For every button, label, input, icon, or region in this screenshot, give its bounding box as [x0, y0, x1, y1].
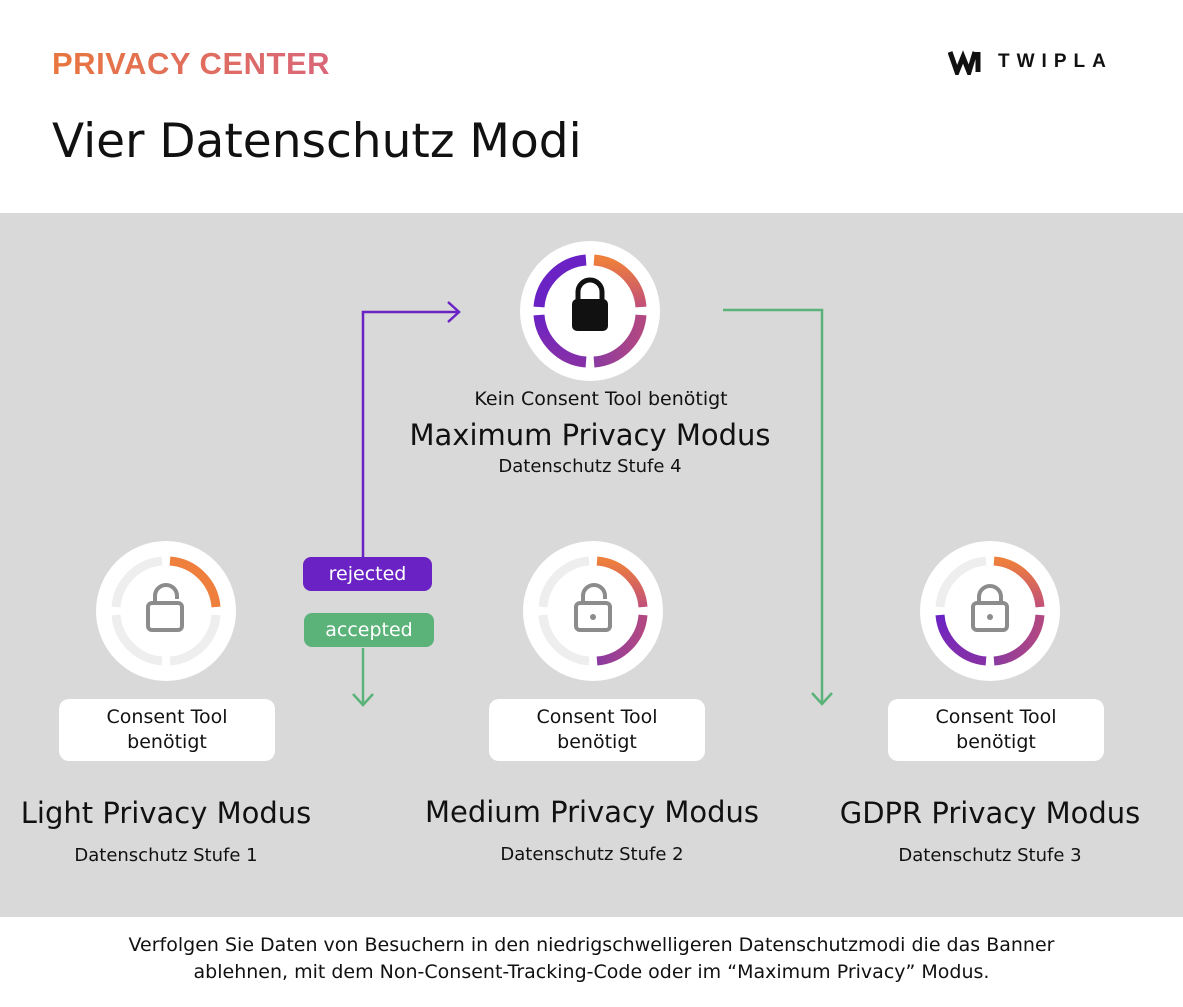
gdpr-mode-level: Datenschutz Stufe 3 [898, 845, 1082, 866]
twipla-logo: TWIPLA [948, 48, 1113, 76]
light-privacy-ring [96, 541, 236, 681]
light-mode-level: Datenschutz Stufe 1 [74, 845, 258, 866]
rejected-label: rejected [303, 557, 432, 591]
consent-box-line1: Consent Tool [536, 706, 658, 728]
maximum-to-gdpr-arrow [723, 308, 833, 706]
medium-privacy-ring [523, 541, 663, 681]
consent-box-line1: Consent Tool [935, 706, 1057, 728]
medium-mode-level: Datenschutz Stufe 2 [500, 844, 684, 865]
consent-box-line2: benötigt [956, 731, 1036, 753]
gdpr-privacy-ring [920, 541, 1060, 681]
logo-wordmark: TWIPLA [998, 51, 1113, 72]
maximum-mode-name: Maximum Privacy Modus [409, 418, 771, 452]
light-consent-box: Consent Tool benötigt [59, 699, 275, 761]
maximum-privacy-ring [520, 241, 660, 381]
rejected-flow-arrow [361, 301, 461, 560]
page-title: Vier Datenschutz Modi [52, 114, 582, 169]
consent-box-line2: benötigt [557, 731, 637, 753]
consent-box-line2: benötigt [127, 731, 207, 753]
lock-closed-icon [572, 277, 608, 331]
accepted-flow-arrow [352, 648, 374, 707]
footer-line-2: ablehnen, mit dem Non-Consent-Tracking-C… [193, 961, 990, 983]
lock-closed-icon [971, 584, 1009, 632]
light-mode-name: Light Privacy Modus [20, 796, 312, 830]
maximum-consent-note: Kein Consent Tool benötigt [474, 388, 728, 410]
gdpr-mode-name: GDPR Privacy Modus [839, 796, 1141, 830]
maximum-mode-level: Datenschutz Stufe 4 [498, 456, 682, 477]
lock-open-icon [574, 583, 612, 632]
medium-mode-name: Medium Privacy Modus [424, 795, 760, 829]
accepted-label: accepted [304, 613, 434, 647]
lock-open-icon [146, 583, 184, 632]
section-label: PRIVACY CENTER [52, 46, 331, 81]
footer-line-1: Verfolgen Sie Daten von Besuchern in den… [128, 934, 1055, 956]
twipla-logo-mark [948, 50, 981, 75]
gdpr-consent-box: Consent Tool benötigt [888, 699, 1104, 761]
footer-note: Verfolgen Sie Daten von Besuchern in den… [0, 932, 1183, 986]
medium-consent-box: Consent Tool benötigt [489, 699, 705, 761]
consent-box-line1: Consent Tool [106, 706, 228, 728]
